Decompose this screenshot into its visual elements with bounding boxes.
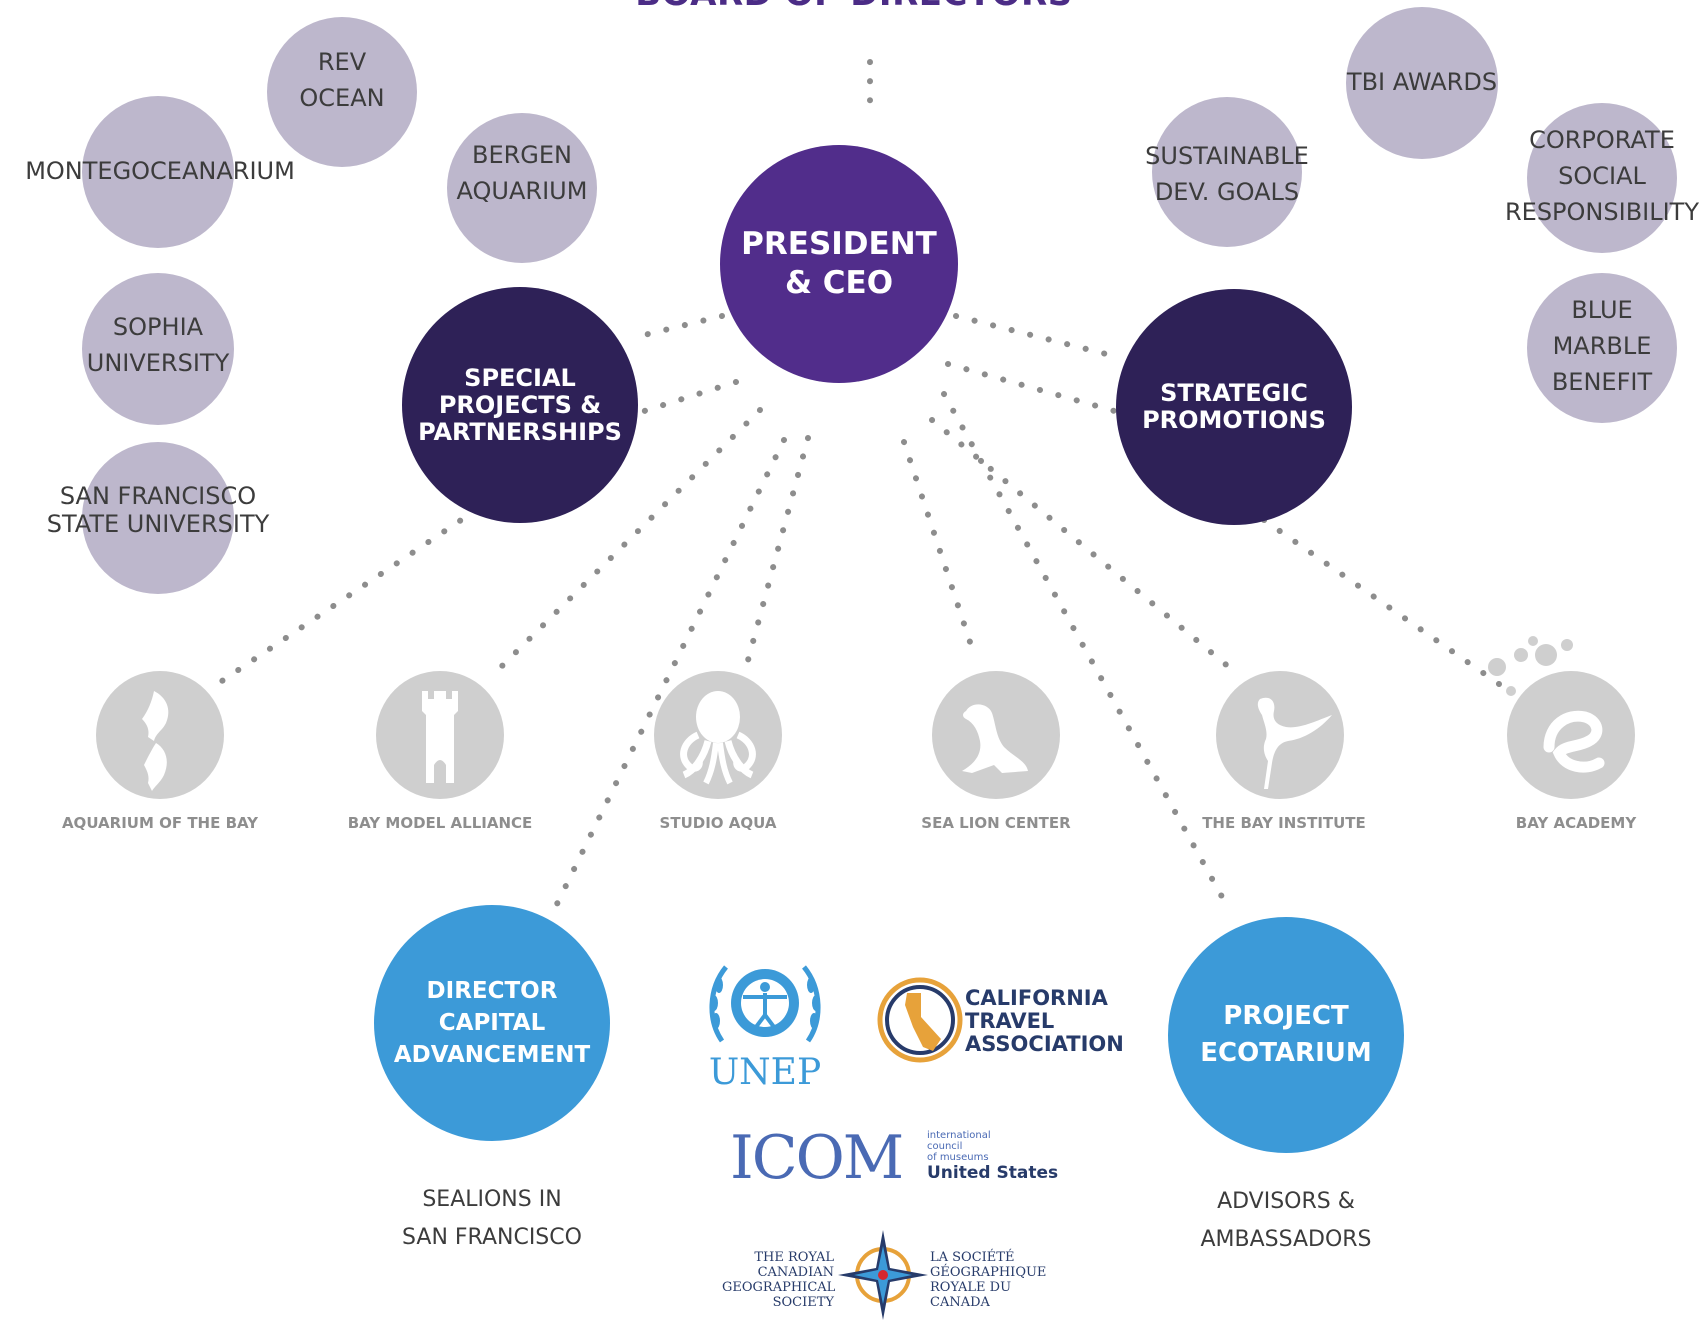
- org-label-bay-model: BAY MODEL ALLIANCE: [347, 814, 533, 832]
- bay-academy-bubble: [1535, 644, 1557, 666]
- shark-icon: [96, 671, 224, 799]
- partner-bergen-aquarium-circle: [447, 113, 597, 263]
- partner-sdg-circle: [1152, 97, 1302, 247]
- bay-academy-bubble: [1514, 648, 1528, 662]
- connector-ceo-to-bay-institute: [929, 417, 1233, 671]
- bay-academy-logo: [1507, 671, 1635, 799]
- partner-sdg-label: SUSTAINABLE DEV. GOALS: [1145, 142, 1309, 206]
- director-capital-node: DIRECTOR CAPITAL ADVANCEMENT: [374, 905, 610, 1141]
- partner-blue-marble-circle: [1527, 273, 1677, 423]
- connector-ceo-to-ecotarium: [941, 391, 1229, 907]
- heron-icon: [1216, 671, 1344, 799]
- partner-csr-label: CORPORATE SOCIAL RESPONSIBILITY: [1504, 126, 1699, 226]
- partner-blue-marble-label: BLUE MARBLE BENEFIT: [1551, 296, 1653, 396]
- bay-academy-bubble: [1561, 639, 1573, 651]
- partner-tbi-awards-label: TBI AWARDS: [1346, 68, 1498, 96]
- icom-mark: ICOM: [730, 1123, 904, 1193]
- partner-sf-state-label: SAN FRANCISCO STATE UNIVERSITY: [46, 482, 270, 538]
- bay-academy-bubble: [1506, 686, 1516, 696]
- special-projects-node: SPECIAL PROJECTS & PARTNERSHIPS: [402, 287, 638, 523]
- unep-logo: [700, 945, 830, 1095]
- partner-rev-ocean-label: REV OCEAN: [299, 48, 385, 112]
- unep-wordmark: UNEP: [708, 1052, 822, 1093]
- partner-tbi-awards-circle: [1346, 7, 1498, 159]
- page-title: BOARD OF DIRECTORS: [0, 0, 1708, 14]
- california-travel-logo: [875, 975, 965, 1065]
- tower-icon: [376, 671, 504, 799]
- connector-ceo-to-studio-aqua: [744, 435, 811, 667]
- org-label-aquarium: AQUARIUM OF THE BAY: [61, 814, 259, 832]
- rcgs-english-text: THE ROYAL CANADIAN GEOGRAPHICAL SOCIETY: [722, 1250, 836, 1310]
- partner-sf-state-circle: [82, 442, 234, 594]
- partner-csr-circle: [1527, 103, 1677, 253]
- compass-rose-icon: [838, 1228, 928, 1322]
- sea-lion-icon: [932, 671, 1060, 799]
- advisors-text: ADVISORS & AMBASSADORS: [1200, 1189, 1372, 1252]
- connector-ceo-to-special: [633, 313, 725, 340]
- connector-ceo-to-director: [552, 437, 787, 911]
- bay-academy-bubble: [1488, 658, 1506, 676]
- partner-bergen-aquarium-label: BERGEN AQUARIUM: [456, 141, 588, 205]
- partner-sophia-university-circle: [82, 273, 234, 425]
- connector-ceo-to-strategic-2: [945, 361, 1121, 415]
- org-label-studio-aqua: STUDIO AQUA: [659, 814, 777, 832]
- president-ceo-node: PRESIDENT & CEO: [720, 145, 958, 383]
- org-label-bay-institute: THE BAY INSTITUTE: [1202, 814, 1366, 832]
- bay-academy-bubble: [1528, 636, 1538, 646]
- connector-ceo-to-special-2: [635, 379, 739, 416]
- connector-strategic-to-bay-academy: [1261, 517, 1502, 687]
- project-ecotarium-node: PROJECT ECOTARIUM: [1168, 917, 1404, 1153]
- partner-rev-ocean-circle: [267, 17, 417, 167]
- icom-small-text: international council of museums United …: [927, 1130, 1059, 1183]
- partner-sophia-university-label: SOPHIA UNIVERSITY: [86, 313, 230, 377]
- org-label-bay-academy: BAY ACADEMY: [1515, 814, 1637, 832]
- connector-ceo-to-strategic: [953, 313, 1125, 361]
- strategic-promotions-node: STRATEGIC PROMOTIONS: [1116, 289, 1352, 525]
- octopus-icon: [654, 671, 782, 799]
- partner-montegoceanarium-circle: [82, 96, 234, 248]
- partner-montegoceanarium-label: MONTEGOCEANARIUM: [25, 157, 295, 185]
- connector-ceo-to-sea-lion: [901, 439, 975, 651]
- rcgs-french-text: LA SOCIÉTÉ GÉOGRAPHIQUE ROYALE DU CANADA: [930, 1250, 1047, 1310]
- california-travel-text: CALIFORNIA TRAVEL ASSOCIATION: [965, 986, 1124, 1056]
- org-label-sea-lion: SEA LION CENTER: [921, 814, 1071, 832]
- connector-ceo-to-bay-model: [497, 407, 763, 671]
- sealions-text: SEALIONS IN SAN FRANCISCO: [402, 1187, 582, 1250]
